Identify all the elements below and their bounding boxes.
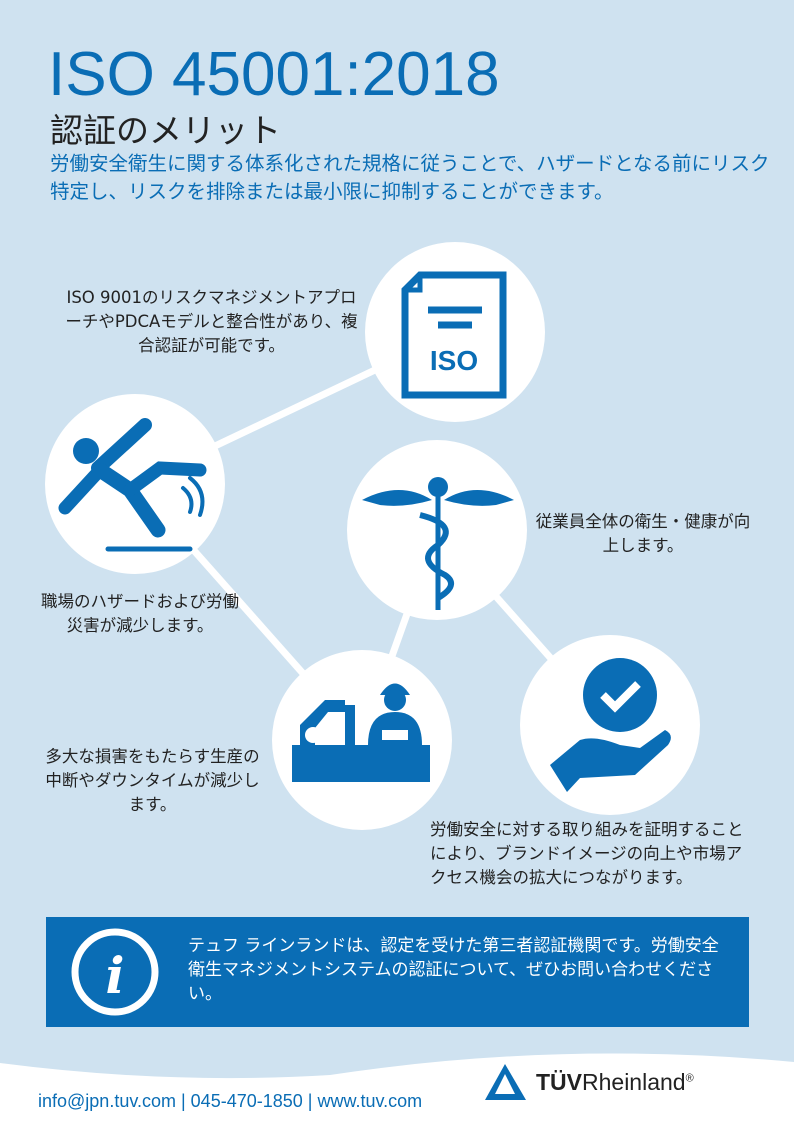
- info-text: テュフ ラインランドは、認定を受けた第三者認証機関です。労働安全衛生マネジメント…: [188, 936, 719, 1004]
- factory-worker-icon: [292, 683, 430, 782]
- info-icon: i: [71, 928, 159, 1016]
- tuv-logo: TÜVRheinland®: [483, 1062, 694, 1102]
- falling-person-icon: [58, 418, 207, 552]
- logo-rest: Rheinland: [582, 1068, 686, 1095]
- intro-text: 労働安全衛生に関する体系化された規格に従うことで、ハザードとなる前にリスク特定し…: [50, 152, 770, 203]
- benefit-text-health: 従業員全体の衛生・健康が向上します。: [535, 512, 751, 555]
- benefit-text-iso: ISO 9001のリスクマネジメントアプローチやPDCAモデルと整合性があり、複…: [65, 288, 358, 355]
- benefit-text-downtime: 多大な損害をもたらす生産の中断やダウンタイムが減少します。: [45, 747, 260, 814]
- info-box: i テュフ ラインランドは、認定を受けた第三者認証機関です。労働安全衛生マネジメ…: [46, 917, 749, 1027]
- tuv-triangle-icon: [485, 1064, 526, 1100]
- page-title: ISO 45001:2018: [48, 40, 500, 109]
- svg-text:i: i: [106, 946, 125, 1005]
- page-subtitle: 認証のメリット: [50, 111, 281, 150]
- svg-text:ISO: ISO: [430, 345, 478, 376]
- iso-document-icon: ISO: [401, 271, 507, 399]
- contact-info[interactable]: info@jpn.tuv.com | 045-470-1850 | www.tu…: [38, 1091, 423, 1111]
- hand-badge-icon: [550, 658, 671, 792]
- logo-reg: ®: [685, 1071, 694, 1084]
- caduceus-icon: [362, 477, 514, 610]
- logo-bold: TÜV: [536, 1068, 582, 1095]
- benefit-text-hazard: 職場のハザードおよび労働災害が減少します。: [41, 592, 239, 635]
- benefit-text-brand: 労働安全に対する取り組みを証明することにより、ブランドイメージの向上や市場アクセ…: [430, 820, 744, 887]
